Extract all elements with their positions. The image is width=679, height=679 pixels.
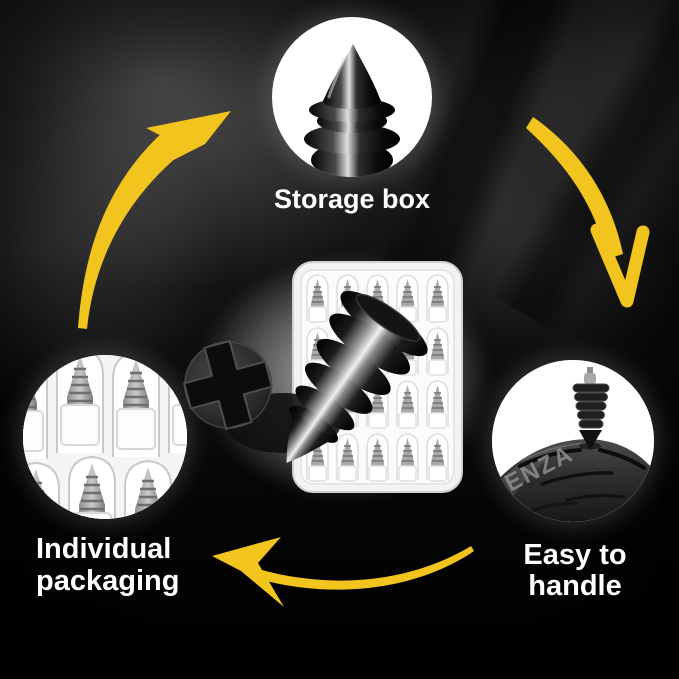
tire-with-screw-icon: ENZA <box>492 360 654 522</box>
product-center-photo <box>183 261 463 493</box>
individual-packaging-label: Individual packaging <box>36 533 179 597</box>
arrow-top-to-right-icon <box>526 117 650 308</box>
big-rubber-screw <box>286 290 428 463</box>
packaged-screws-icon <box>23 355 187 519</box>
arrow-left-to-top-icon <box>78 111 231 329</box>
arrow-right-to-left-icon <box>212 537 474 607</box>
easy-to-handle-label-line1: Easy to <box>523 539 627 571</box>
easy-to-handle-label-line2: handle <box>528 570 622 602</box>
storage-box-label: Storage box <box>273 184 431 214</box>
individual-packaging-label-line1: Individual <box>36 533 172 565</box>
easy-to-handle-label: Easy to handle <box>494 540 656 602</box>
individual-packaging-photo-circle <box>23 355 187 519</box>
rubber-nail-icon <box>304 44 400 177</box>
storage-box-photo-circle <box>272 17 432 177</box>
individual-packaging-label-line2: packaging <box>36 565 180 597</box>
easy-to-handle-photo-circle: ENZA <box>492 360 654 522</box>
